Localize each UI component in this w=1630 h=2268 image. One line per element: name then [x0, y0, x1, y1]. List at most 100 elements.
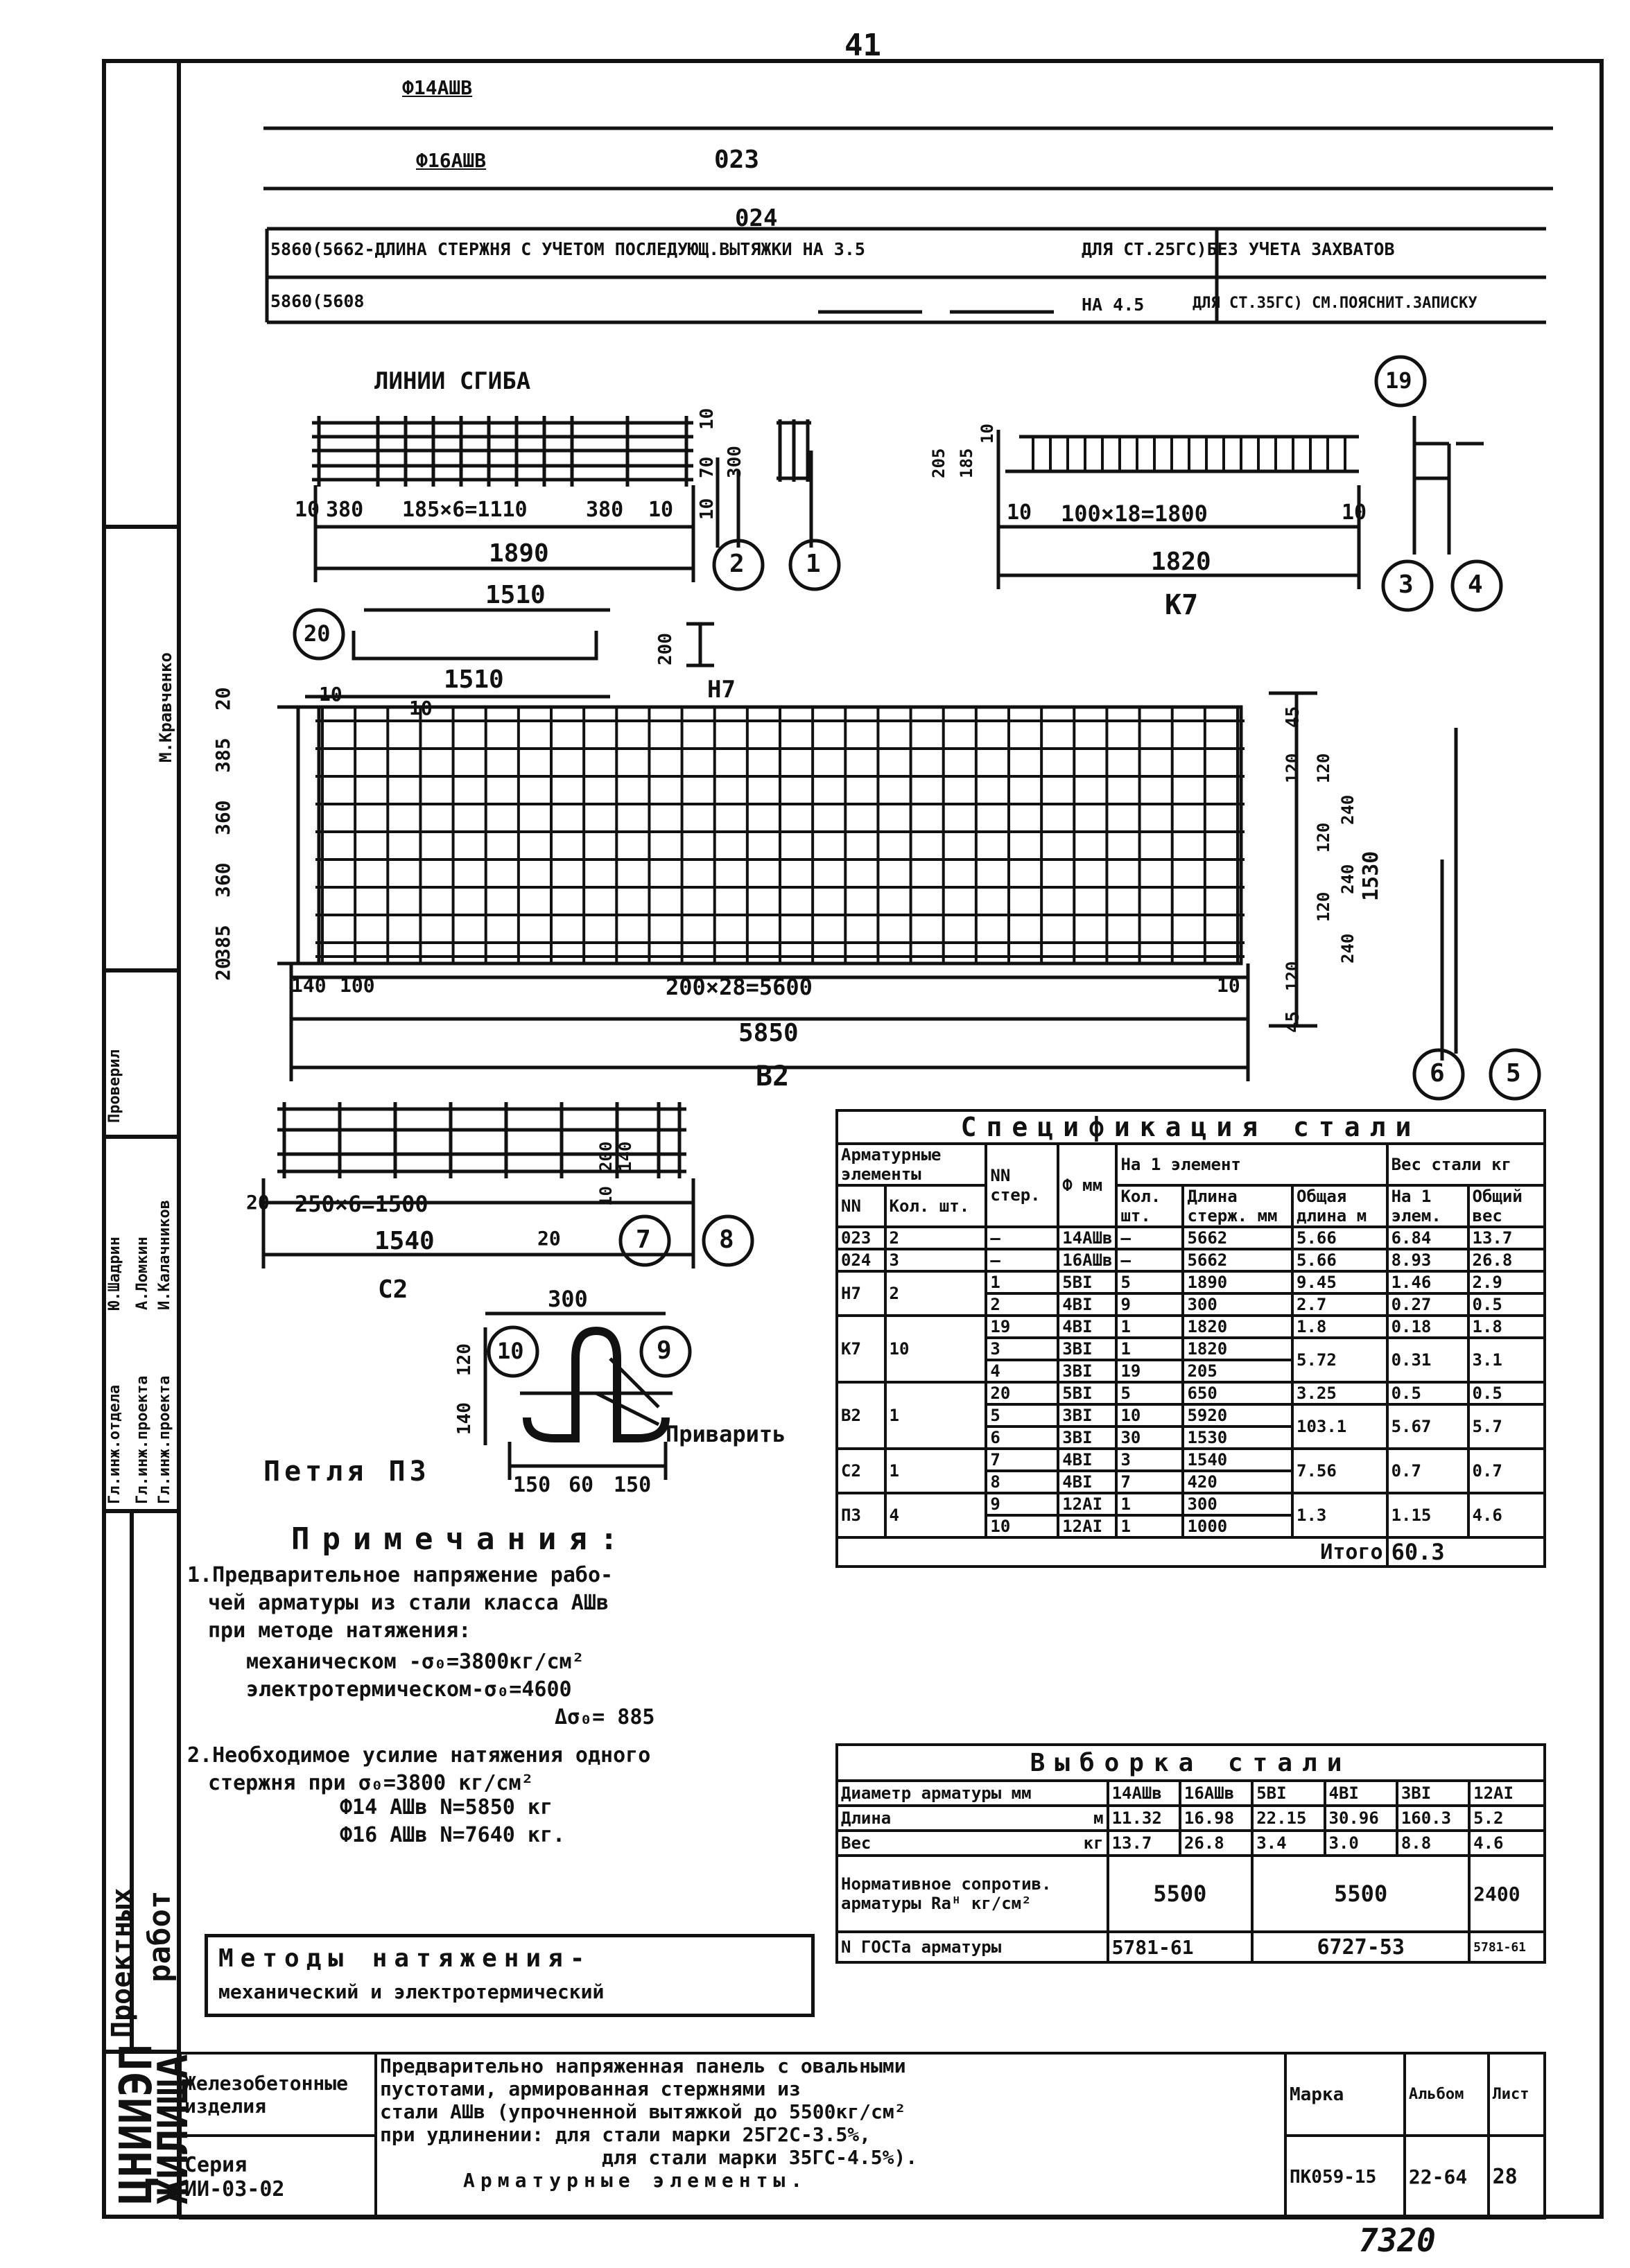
title-sheet-label: Лист	[1486, 2052, 1547, 2137]
circle-19: 19	[1385, 367, 1412, 394]
title-series-label: Серия	[184, 2152, 248, 2177]
spec-cell: 0.27	[1385, 1292, 1470, 1317]
spec-cell: 1890	[1181, 1270, 1294, 1295]
vyborka-gost: 5781-61	[1468, 1930, 1546, 1964]
archive-number: 7320	[1359, 2222, 1436, 2259]
methods-box: Методы натяжения- механический и электро…	[205, 1934, 815, 2017]
side-name-1: Ю.Шадрин	[106, 1237, 123, 1310]
spec-cell: —	[1115, 1248, 1185, 1273]
title-album-label: Альбом	[1403, 2052, 1490, 2137]
k7-height-1: 205	[929, 448, 948, 478]
spec-cell: 16АШв	[1057, 1248, 1118, 1273]
b2-bottom-dim-4: 10	[1217, 974, 1240, 997]
spec-cell: 023	[835, 1225, 887, 1250]
side-role-1: Гл.инж.отдела	[106, 1384, 123, 1504]
vyborka-wt: 3.0	[1323, 1829, 1398, 1857]
spec-cell: 5	[985, 1403, 1060, 1428]
vyborka-col: 3ВI	[1395, 1779, 1471, 1807]
note-2-line-3: Ф14 АШв N=5850 кг	[340, 1795, 553, 1820]
spec-cell: 3ВI	[1057, 1359, 1118, 1384]
spec-cell: 300	[1181, 1292, 1294, 1317]
steel-spec-table: Спецификация стали Арматурные элементы N…	[835, 1109, 1547, 1568]
title-desc-1: Предварительно напряженная панель с овал…	[380, 2055, 906, 2077]
vyborka-gost-label: N ГОСТа арматуры	[835, 1930, 1109, 1964]
spec-cell: 20	[985, 1381, 1060, 1406]
spec-cell: 4ВI	[1057, 1292, 1118, 1317]
spec-cell: 2	[985, 1292, 1060, 1317]
notes-title: Примечания:	[291, 1521, 631, 1557]
title-mark-label: Марка	[1284, 2052, 1406, 2137]
spec-cell: С2	[835, 1447, 887, 1494]
title-desc-5: для стали марки 35ГС-4.5%).	[602, 2146, 918, 2169]
spec-cell: 300	[1181, 1492, 1294, 1517]
spec-cell: 14АШв	[1057, 1225, 1118, 1250]
vyborka-norm: 5500	[1251, 1854, 1471, 1933]
spec-cell: 024	[835, 1248, 887, 1273]
circle-2: 2	[729, 550, 745, 578]
spec-h-wall: Общий вес	[1466, 1184, 1547, 1228]
k7-overall: 1820	[1151, 548, 1211, 576]
h7-bent-length: 1510	[485, 581, 546, 609]
spec-cell: П3	[835, 1492, 887, 1539]
spec-cell: 5	[1115, 1270, 1185, 1295]
spec-cell: 4	[985, 1359, 1060, 1384]
spec-cell: 8.93	[1385, 1248, 1470, 1273]
spec-cell: 1.8	[1466, 1314, 1547, 1339]
spec-cell: 1.8	[1291, 1314, 1389, 1339]
spec-cell: 10	[883, 1314, 988, 1384]
circle-3: 3	[1398, 570, 1414, 599]
side-name-4: М.Кравченко	[156, 652, 175, 762]
h7-height-3: 300	[725, 446, 745, 478]
spec-cell: 5.72	[1291, 1336, 1389, 1384]
title-desc-2: пустотами, армированная стержнями из	[380, 2077, 801, 2100]
c2-dim-1: 20	[246, 1191, 270, 1214]
loop-bottom-1: 150	[513, 1473, 551, 1497]
h7-dim-2: 380	[326, 498, 364, 522]
spec-cell: 1	[883, 1447, 988, 1494]
circle-4: 4	[1468, 570, 1483, 599]
note-1-line-6: Δσ₀= 885	[555, 1705, 655, 1729]
b2-top-dim-1: 10	[319, 683, 343, 706]
spec-cell: 3.25	[1291, 1381, 1389, 1406]
vyborka-len-unit: м	[1093, 1808, 1104, 1828]
circle-5: 5	[1506, 1059, 1521, 1088]
length-note-1b: ДЛЯ СТ.25ГС)БЕЗ УЧЕТА ЗАХВАТОВ	[1082, 239, 1395, 259]
vyborka-col: 4ВI	[1323, 1779, 1398, 1807]
c2-height-3: 10	[596, 1186, 616, 1206]
b2-left-dim-3: 360	[211, 862, 234, 898]
side-role-3: Гл.инж.проекта	[156, 1375, 173, 1504]
spec-cell: 7	[1115, 1469, 1185, 1494]
spec-cell: 0.18	[1385, 1314, 1470, 1339]
vyborka-len: 22.15	[1251, 1804, 1326, 1832]
title-album: 22-64	[1403, 2134, 1490, 2219]
spec-cell: 5	[1115, 1381, 1185, 1406]
spec-cell: 9	[1115, 1292, 1185, 1317]
side-role-4: Проверил	[106, 1049, 123, 1123]
spec-cell: 650	[1181, 1381, 1294, 1406]
spec-cell: 5.7	[1466, 1403, 1547, 1450]
spec-cell: 1820	[1181, 1336, 1294, 1361]
c2-mark: С2	[378, 1275, 408, 1304]
spec-cell: 9.45	[1291, 1270, 1389, 1295]
spec-cell: 1	[985, 1270, 1060, 1295]
spec-cell: 1	[1115, 1492, 1185, 1517]
side-name-2: А.Ломкин	[134, 1237, 151, 1310]
vyborka-norm-label: Нормативное сопротив.арматуры Rаᴴ кг/см²	[835, 1854, 1109, 1933]
vyborka-wt: 8.8	[1395, 1829, 1471, 1857]
vyborka-col: 5ВI	[1251, 1779, 1326, 1807]
page-number: 41	[844, 28, 881, 63]
length-note-2b: НА 4.5	[1082, 295, 1145, 315]
spec-h-per: На 1 элемент	[1115, 1142, 1389, 1187]
spec-cell: 3ВI	[1057, 1403, 1118, 1428]
spec-cell: 12АI	[1057, 1492, 1118, 1517]
spec-cell: 3	[985, 1336, 1060, 1361]
spec-cell: 5662	[1181, 1248, 1294, 1273]
side-role-2: Гл.инж.проекта	[134, 1375, 151, 1504]
